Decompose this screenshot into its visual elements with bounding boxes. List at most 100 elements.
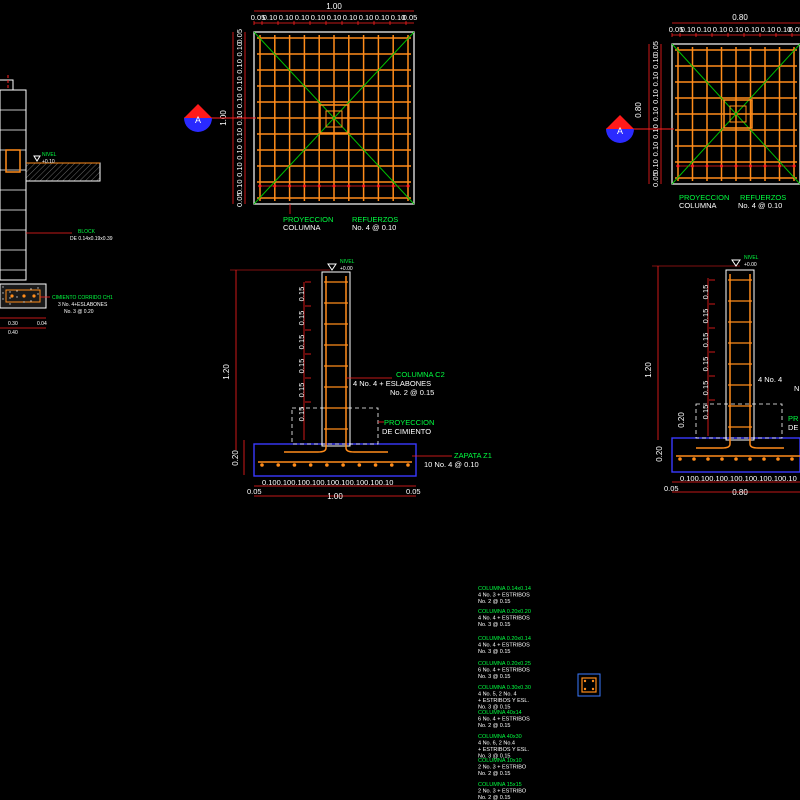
stirrup-spacing: 0.15 — [701, 285, 710, 300]
section1-level-marker — [327, 263, 337, 271]
footing-bar — [406, 463, 410, 467]
top-dim-value: 0.05 — [403, 13, 418, 22]
footing-bar — [325, 463, 329, 467]
left-dim-value: 0.10 — [235, 145, 244, 160]
section2-proj-height: 0.20 — [677, 412, 686, 428]
schedule-title: COLUMNA 0.20x0.14 — [478, 636, 531, 642]
footing-bar — [308, 463, 313, 467]
schedule-line: No. 3 @ 0.15 — [478, 622, 511, 628]
strip-bar — [32, 294, 36, 298]
plan2-top-dimensions: 0.050.100.100.100.100.100.100.100.05 — [669, 22, 800, 37]
foundation-label: CIMIENTO CORRIDO CH1 — [52, 295, 113, 301]
aggregate-dot — [2, 292, 4, 294]
footing-bar — [341, 463, 345, 467]
wall-level-label: NIVEL — [42, 152, 57, 158]
top-dim-value: 0.10 — [311, 13, 326, 22]
plan2-rebar-label-b: No. 4 @ 0.10 — [738, 201, 782, 210]
schedule-line: No. 2 @ 0.15 — [478, 771, 511, 777]
wall-column-rebar — [5, 149, 21, 173]
section2-bottom-total: 0.80 — [732, 488, 748, 497]
aggregate-dot — [16, 296, 18, 298]
schedule-line: 2 No. 3 + ESTRIBO — [478, 789, 527, 795]
section2-column-spec-partial: 4 No. 4 — [758, 375, 782, 384]
top-dim-value: 0.10 — [777, 25, 792, 34]
aggregate-dot — [9, 291, 11, 293]
footing-bar — [357, 463, 362, 467]
stirrup-spacing: 0.15 — [297, 359, 306, 374]
top-dim-value: 0.10 — [391, 13, 406, 22]
section2-footing-height: 0.20 — [655, 446, 664, 462]
footing-bar — [692, 457, 696, 461]
left-dim-value: 0.10 — [651, 89, 660, 104]
schedule-title: COLUMNA 10x10 — [478, 758, 522, 764]
schedule-title: COLUMNA 40x30 — [478, 734, 522, 740]
strip-foundation-rebar — [5, 289, 41, 303]
schedule-line: 6 No. 4 + ESTRIBOS — [478, 717, 530, 723]
left-dim-value: 0.05 — [651, 41, 660, 56]
footing-bar — [720, 457, 724, 461]
footing-bar — [678, 457, 682, 461]
aggregate-dot — [16, 290, 18, 292]
left-dim-value: 0.10 — [235, 42, 244, 57]
schedule-title: COLUMNA 0.20x0.25 — [478, 661, 531, 667]
top-dim-value: 0.10 — [343, 13, 358, 22]
top-dim-value: 0.10 — [327, 13, 342, 22]
left-dim-value: 0.05 — [235, 192, 244, 207]
section2-stirrup-dimensions: 0.150.150.150.150.150.15 — [701, 279, 715, 419]
plan2-proj-label-b: COLUMNA — [679, 201, 717, 210]
section1-footing-spec: 10 No. 4 @ 0.10 — [424, 460, 479, 469]
section2-proj-label-2: DE — [788, 423, 798, 432]
top-dim-value: 0.10 — [279, 13, 294, 22]
section2-proj-label-1: PR — [788, 414, 799, 423]
aggregate-dot — [30, 300, 32, 302]
plan2-proj-label-a: PROYECCION — [679, 193, 729, 202]
aggregate-dot — [2, 298, 4, 300]
schedule-line: 2 No. 3 + ESTRIBO — [478, 765, 527, 771]
top-dim-value: 0.10 — [295, 13, 310, 22]
footing-bar — [389, 463, 394, 467]
stirrup-spacing: 0.15 — [701, 333, 710, 348]
section2-footing — [671, 437, 800, 473]
wall-cap — [0, 79, 14, 90]
schedule-title: COLUMNA 15x15 — [478, 782, 522, 788]
schedule-title: COLUMNA 40x14 — [478, 710, 522, 716]
section1-level-label: NIVEL — [340, 259, 355, 265]
section1-column-spec-1: 4 No. 4 + ESLABONES — [353, 379, 431, 388]
plan2-section-mark: A — [617, 126, 623, 136]
section1-height: 1.20 — [222, 364, 231, 380]
footing-bar — [292, 463, 297, 467]
section1-bottom-edge-right: 0.05 — [406, 487, 421, 496]
strip-bar — [10, 294, 14, 298]
schedule-line: 6 No. 4 + ESTRIBOS — [478, 668, 530, 674]
plan2-section-marker: A — [606, 115, 674, 143]
schedule-line: No. 2 @ 0.15 — [478, 795, 511, 800]
block-spec: DE 0.14x0.19x0.39 — [70, 236, 113, 242]
plan1-rebar-grid — [257, 35, 411, 201]
plan1-column-projection — [319, 104, 349, 134]
footing-bar — [373, 463, 378, 467]
footing-bar — [748, 457, 752, 461]
left-dim-value: 0.10 — [235, 93, 244, 108]
left-dim-value: 0.05 — [651, 172, 660, 187]
footing-bar — [276, 463, 281, 467]
stirrup-spacing: 0.15 — [297, 287, 306, 302]
section1-column — [321, 271, 351, 447]
left-dim-value: 0.10 — [651, 142, 660, 157]
strip-bar — [22, 294, 26, 298]
footing-section-z1: 1.20 0.20 0.150.150.150.150.150.15 NIVEL… — [222, 259, 492, 501]
top-dim-value: 0.10 — [761, 25, 776, 34]
schedule-title: COLUMNA 0.30x0.30 — [478, 685, 531, 691]
top-dim-value: 0.10 — [697, 25, 712, 34]
wall-dim-1: 0.30 — [8, 321, 18, 327]
plan1-proj-label-a: PROYECCION — [283, 215, 333, 224]
section1-footing — [253, 443, 417, 477]
section2-height: 1.20 — [644, 362, 653, 378]
plan2-column-projection — [723, 99, 753, 129]
stirrup-spacing: 0.15 — [701, 357, 710, 372]
schedule-line: 4 No. 3 + ESTRIBOS — [478, 593, 530, 599]
column-symbol — [577, 673, 601, 697]
left-dim-value: 0.10 — [235, 179, 244, 194]
